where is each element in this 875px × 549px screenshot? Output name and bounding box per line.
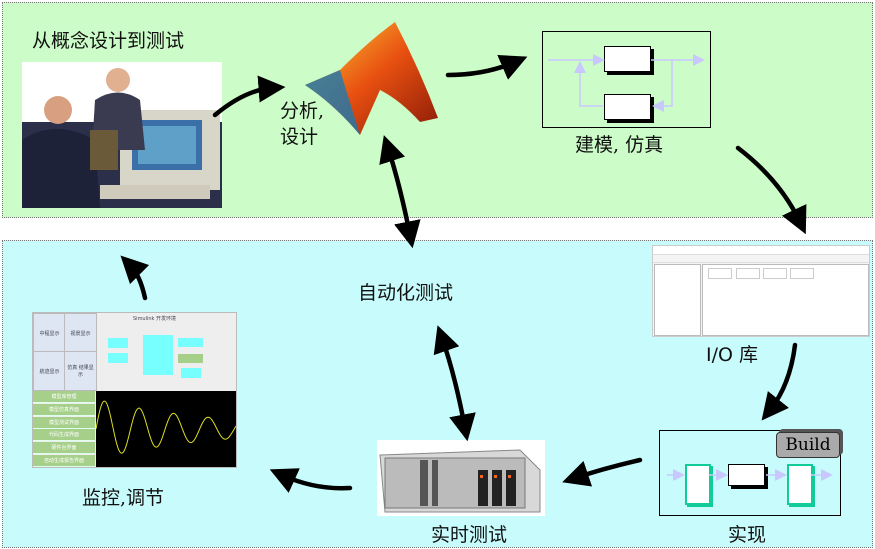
panel-button[interactable]: 模型仿真界面 (33, 404, 95, 416)
double-arrow (433, 325, 476, 442)
monitor-label: 监控,调节 (82, 487, 165, 509)
panel-button[interactable]: 模型库管理 (33, 391, 95, 403)
implementation-label: 实现 (728, 524, 767, 546)
panel-cell: 仿真 结果显示 (64, 351, 97, 391)
io-library-label: I/O 库 (706, 344, 758, 366)
arrow (562, 457, 643, 487)
realtime-test-label: 实时测试 (431, 524, 508, 546)
input-block (685, 464, 711, 505)
arrow (212, 75, 286, 118)
implementation-diagram (659, 430, 841, 516)
double-arrow (379, 135, 421, 249)
arrow (269, 468, 353, 493)
panel-button[interactable]: 自动生成报告界面 (33, 455, 95, 467)
model-block (728, 464, 765, 486)
panel-button[interactable]: 硬件台界面 (33, 442, 95, 454)
panel-cell: 视景显示 (64, 313, 97, 353)
panel-header: Simulink 开发环境 (133, 316, 177, 322)
io-library-screenshot (652, 245, 870, 337)
arrow (445, 54, 528, 80)
modeling-label: 建模, 仿真 (575, 134, 664, 156)
panel-button[interactable]: 代码生成界面 (33, 429, 95, 441)
feedback-block (604, 94, 651, 120)
model-diagram (542, 31, 711, 128)
arrow (761, 342, 798, 421)
model-block (604, 46, 651, 72)
build-button[interactable]: Build (776, 432, 840, 458)
panel-cell: 航迹显示 (33, 351, 66, 391)
auto-test-label: 自动化测试 (358, 282, 454, 304)
region-title: 从概念设计到测试 (32, 30, 185, 52)
oscilloscope-display (96, 391, 236, 467)
output-block (787, 464, 813, 505)
arrow (120, 255, 150, 301)
monitor-panel-screenshot: 中程显示 视景显示 航迹显示 仿真 结果显示 Simulink 开发环境 模型库… (32, 312, 237, 468)
panel-button[interactable]: 模型测试界面 (33, 417, 95, 429)
analysis-label: 分析,设计 (280, 100, 325, 148)
arrow (735, 145, 807, 235)
